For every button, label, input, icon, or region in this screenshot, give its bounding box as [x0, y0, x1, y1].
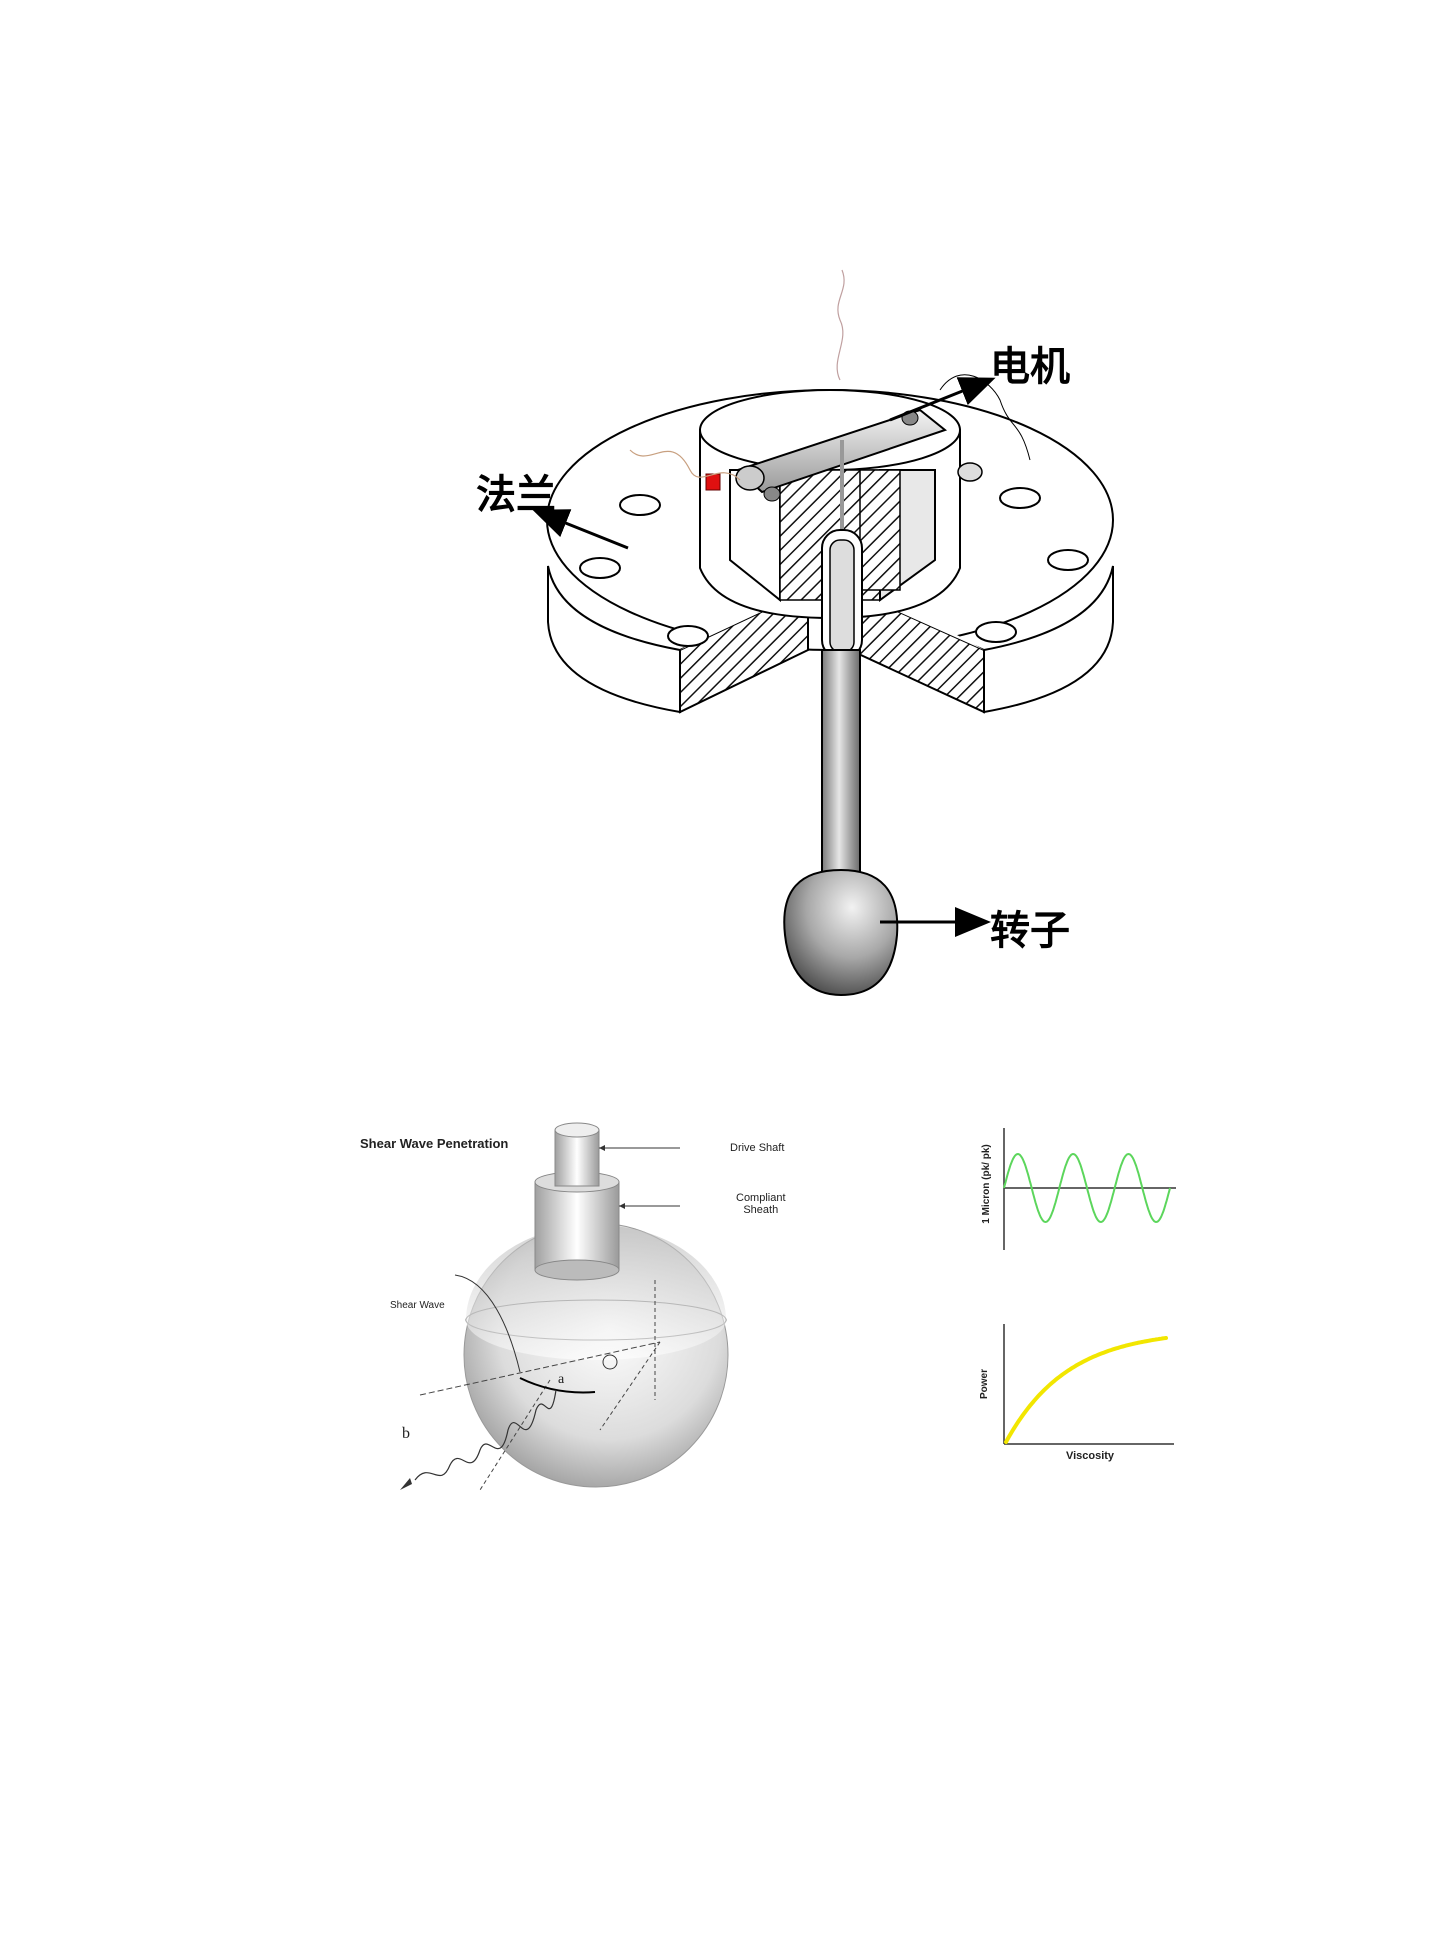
drive-shaft-label: Drive Shaft: [730, 1142, 785, 1154]
shear-wave-drawing: [400, 1122, 729, 1491]
sensor-cutaway-illustration: [532, 269, 1114, 997]
micron-chart-svg: [1003, 1128, 1176, 1250]
motor-label: 电机: [990, 344, 1070, 390]
power-chart: Power Viscosity: [979, 1318, 1180, 1478]
compliant-sheath-line1: Compliant: [736, 1192, 786, 1204]
micron-series-line: [1003, 1152, 1171, 1224]
flange-arrow: [532, 509, 629, 550]
shear-wave-title: Shear Wave Penetration: [360, 1136, 509, 1151]
flange-label: 法兰: [476, 472, 556, 518]
compliant-sheath-label: Compliant Sheath: [736, 1192, 786, 1216]
micron-chart: 1 Micron (pk/ pk): [980, 1120, 1180, 1260]
power-x-label: Viscosity: [1065, 1450, 1115, 1462]
motor-arrow: [889, 377, 996, 422]
power-chart-svg: [1003, 1324, 1174, 1445]
rotor-label: 转子: [990, 908, 1070, 954]
power-y-label: Power: [979, 1369, 990, 1400]
rotor-shaft: [821, 440, 863, 891]
shear-wave-label: Shear Wave: [390, 1300, 445, 1311]
micron-y-label: 1 Micron (pk/ pk): [981, 1144, 992, 1224]
compliant-sheath-line2: Sheath: [743, 1204, 779, 1216]
shear-wave-figure: Shear Wave Penetration Drive Shaft Compl…: [360, 1110, 840, 1491]
label-a: a: [558, 1372, 565, 1387]
label-b: b: [402, 1425, 410, 1442]
rotor-bulb: [783, 868, 899, 997]
power-series-line: [1004, 1336, 1168, 1444]
